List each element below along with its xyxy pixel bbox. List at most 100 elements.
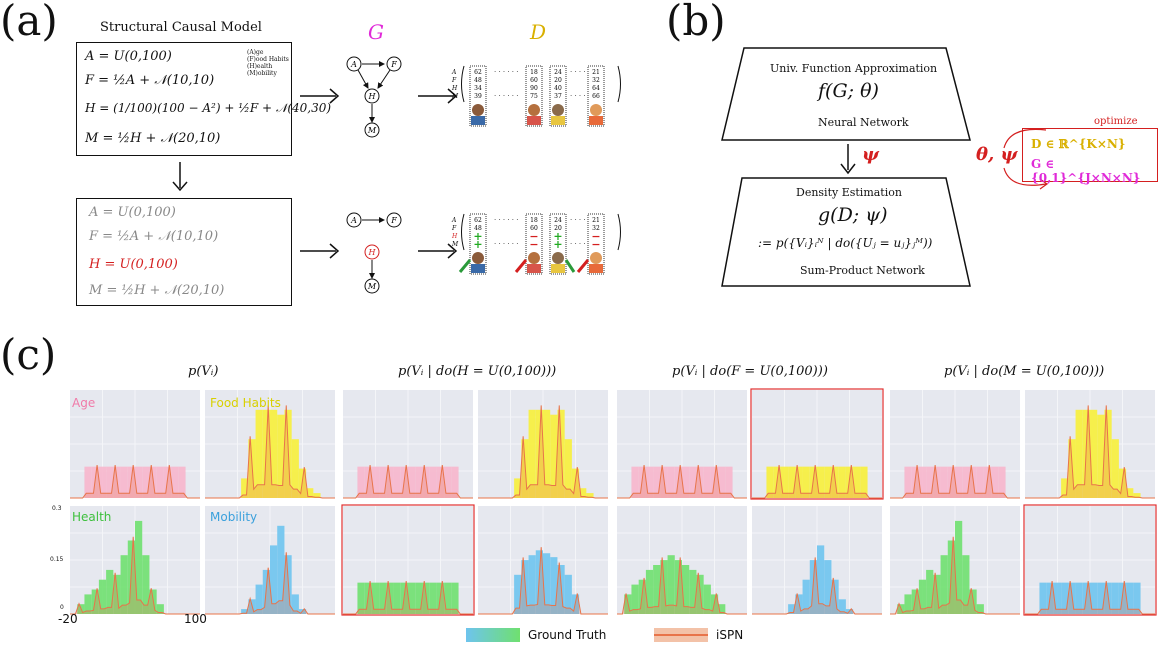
histogram-bar — [1075, 409, 1083, 498]
ispn-density-line — [752, 557, 882, 615]
histogram-bar — [543, 409, 551, 498]
ispn-density-line — [1025, 405, 1155, 499]
histogram-bar — [393, 582, 401, 614]
histogram-bar — [379, 466, 387, 498]
node-h: H — [368, 92, 377, 101]
histogram-bar — [940, 555, 948, 614]
histogram-bar — [564, 574, 572, 614]
histogram-bar — [926, 569, 934, 614]
svg-text:· · · · · ·: · · · · · · — [494, 240, 518, 248]
histogram-bar — [955, 466, 963, 498]
cell: 18 — [530, 69, 538, 76]
cell: 21 — [592, 69, 600, 76]
histogram-bar — [291, 594, 299, 614]
nn-subtitle: Neural Network — [818, 116, 909, 129]
histogram-bar — [962, 555, 970, 614]
histogram-bar — [918, 579, 927, 614]
histogram-bar — [1090, 409, 1098, 498]
svg-text:−: − — [591, 238, 600, 251]
ispn-density-line — [478, 547, 608, 615]
person-icon — [589, 104, 603, 125]
histogram-bar — [277, 414, 285, 498]
histogram-bar — [1126, 582, 1134, 614]
histogram-bar — [98, 466, 107, 498]
histogram-bar — [379, 582, 387, 614]
node-a: A — [350, 216, 357, 225]
spn-equation: := p({Vᵢ}ᵢᴺ | do({Uⱼ = uⱼ}ⱼᴹ)) — [758, 236, 933, 250]
histogram-bar — [1061, 582, 1069, 614]
legend-gt-swatch — [466, 628, 520, 642]
histogram-bar — [802, 579, 810, 614]
svg-text:+: + — [473, 238, 482, 251]
histogram-bar — [241, 478, 249, 498]
histogram-bar — [817, 545, 825, 614]
histogram-bar — [156, 604, 164, 614]
node-m: M — [367, 282, 377, 291]
cell: 64 — [592, 85, 600, 92]
histogram-bar — [718, 604, 726, 614]
histogram-bar — [667, 466, 675, 498]
cell: 20 — [554, 77, 562, 84]
cell: 60 — [530, 77, 538, 84]
ispn-density-line — [70, 465, 200, 499]
histogram-bar — [653, 565, 661, 614]
legend-gt-label: Ground Truth — [528, 628, 607, 642]
optimize-loop-icon — [1003, 128, 1049, 190]
right-arrow-icon — [298, 241, 342, 265]
histogram-bar — [926, 466, 934, 498]
panel-b-diagram — [721, 47, 971, 287]
ispn-density-line — [617, 465, 747, 499]
cell: 24 — [554, 69, 562, 76]
opt-d: D ∈ ℝ^{K×N} — [1031, 137, 1126, 151]
svg-text:+: + — [553, 238, 562, 251]
histogram-bar — [653, 466, 661, 498]
node-h: H — [368, 248, 377, 257]
row-label-a: A — [451, 69, 457, 76]
legend-ispn-swatch — [654, 628, 708, 642]
svg-text:−: − — [529, 230, 538, 243]
cell: 37 — [554, 93, 562, 100]
syringe-icon — [564, 259, 576, 273]
histogram-bar — [682, 565, 690, 614]
panel-label-a: (a) — [0, 0, 58, 45]
histogram-bar — [106, 569, 114, 614]
spn-title: Density Estimation — [796, 186, 902, 199]
scm-legend-age: (A)ge — [247, 49, 264, 56]
cell: 39 — [474, 93, 482, 100]
ispn-density-line — [890, 465, 1020, 499]
causal-graph-intervened: A F H M — [346, 212, 402, 294]
histogram-bar — [255, 584, 263, 614]
row-label-m: M — [451, 241, 459, 248]
histogram-bar — [904, 594, 912, 614]
histogram-bar — [766, 466, 774, 498]
svg-text:· · · · · ·: · · · · · · — [494, 92, 518, 100]
spn-subtitle: Sum-Product Network — [800, 264, 925, 277]
histogram-bar — [408, 466, 416, 498]
opt-g: G ∈ {0,1}^{J×N×N} — [1031, 157, 1141, 185]
scm-intervened-box: A = U(0,100) F = ½A + 𝒩(10,10) H = U(0,1… — [76, 198, 292, 306]
histogram-bar — [313, 493, 321, 498]
cell: 66 — [592, 93, 600, 100]
histogram-bar — [415, 582, 423, 614]
histogram-bar — [802, 466, 810, 498]
histogram-bar — [788, 466, 796, 498]
graph-label: G — [368, 20, 384, 44]
params-label: θ, ψ — [976, 144, 1018, 165]
histogram-bar — [853, 466, 861, 498]
histogram-bar — [1126, 488, 1134, 498]
histogram-bar — [1111, 582, 1119, 614]
histogram-bar — [1061, 478, 1069, 498]
cell: 18 — [530, 217, 538, 224]
histogram-bar — [645, 466, 654, 498]
data-matrix: A F H M 62 48 34 39 18 60 90 75 24 20 40… — [451, 65, 621, 127]
node-f: F — [390, 60, 397, 69]
histogram-bar — [241, 609, 249, 614]
causal-graph: A F H M — [346, 56, 402, 138]
cell: 32 — [592, 77, 600, 84]
person-icon — [551, 104, 565, 125]
histogram-bar — [962, 466, 970, 498]
histogram-bar — [291, 439, 299, 498]
histogram-bar — [514, 574, 522, 614]
histogram-bar — [1111, 439, 1119, 498]
histogram-bar — [135, 466, 143, 498]
